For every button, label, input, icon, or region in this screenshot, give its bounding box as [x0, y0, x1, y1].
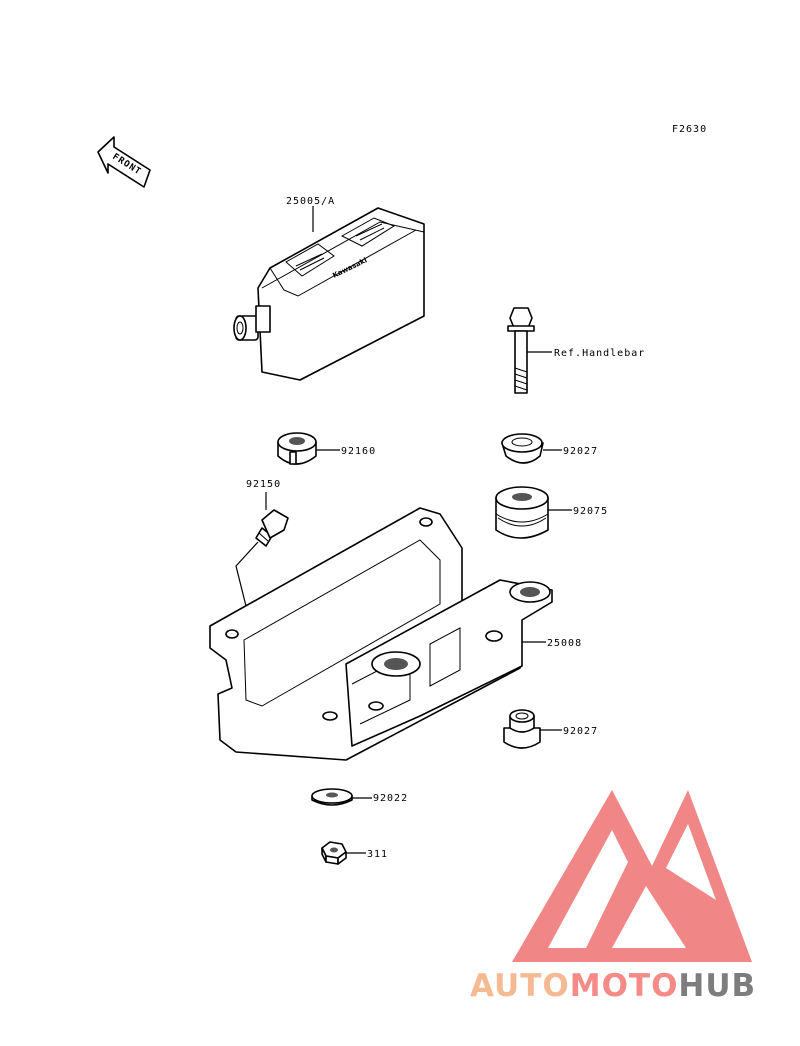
front-arrow-icon: FRONT	[97, 136, 151, 188]
callout-92027-bottom: 92027	[563, 726, 598, 737]
collar-top-part	[501, 433, 544, 464]
callout-92022: 92022	[373, 793, 408, 804]
callout-311: 311	[367, 849, 388, 860]
damper-part	[495, 486, 549, 539]
bracket-part	[209, 507, 553, 761]
collar-bottom-part	[503, 709, 541, 749]
callout-ref-handlebar: Ref.Handlebar	[554, 348, 645, 359]
callout-92075: 92075	[573, 506, 608, 517]
grommet-part	[277, 432, 317, 465]
callout-92160: 92160	[341, 446, 376, 457]
watermark-hub: HUB	[678, 968, 756, 1004]
callout-92027-top: 92027	[563, 446, 598, 457]
nut-part	[321, 841, 347, 865]
washer-part	[311, 788, 353, 806]
watermark-auto: AUTO	[470, 968, 570, 1004]
screw-part	[255, 509, 289, 547]
svg-text:AUTOMOTOHUB: AUTOMOTOHUB	[470, 968, 756, 1004]
meter-unit: Kawasaki	[233, 207, 425, 381]
watermark-moto: MOTO	[570, 968, 679, 1004]
callout-92150: 92150	[246, 479, 281, 490]
callout-25005a: 25005/A	[286, 196, 335, 207]
callout-25008: 25008	[547, 638, 582, 649]
bolt-part	[507, 307, 535, 394]
figure-code: F2630	[672, 124, 707, 135]
automotohub-logo: AUTOMOTOHUB	[470, 790, 756, 1004]
